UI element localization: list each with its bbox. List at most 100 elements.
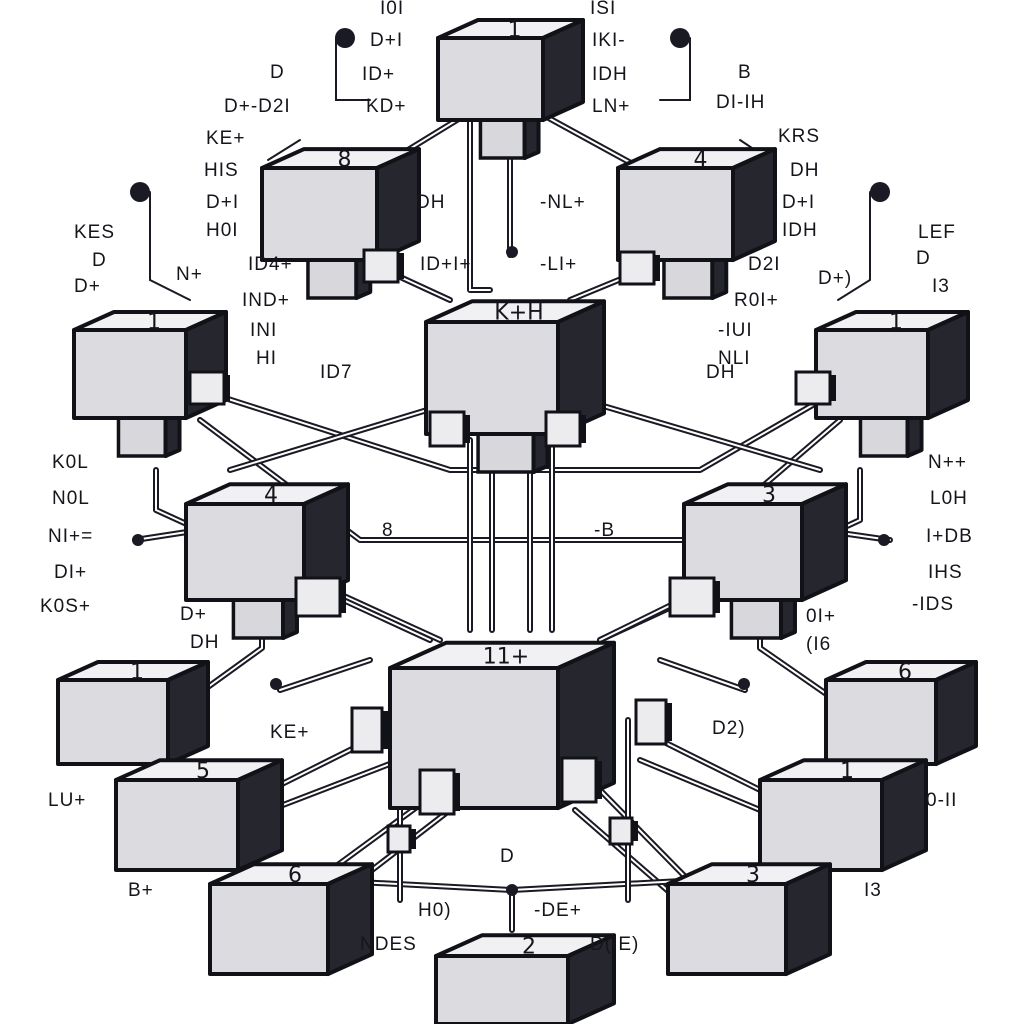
node-peg [858, 412, 910, 458]
annotation-label: KD+ [366, 96, 407, 117]
cable-plug [634, 698, 672, 746]
annotation-label: DH [416, 192, 445, 213]
annotation-label: LEF [918, 222, 956, 243]
node-label: 4 [264, 483, 278, 508]
junction-dot [878, 534, 890, 546]
connector-wire-core [544, 115, 641, 169]
node-peg [231, 594, 285, 640]
plug-body [634, 698, 668, 746]
junction-dot [270, 678, 282, 690]
annotation-label: N+ [176, 264, 203, 285]
node-side-face [556, 299, 606, 436]
node-label: 1 [130, 660, 144, 685]
connector-wire-core [199, 389, 831, 471]
annotation-label: IDH [782, 220, 818, 241]
plug-body [188, 370, 226, 406]
junction-dot [335, 28, 355, 48]
annotation-label: D [500, 846, 515, 867]
annotation-label: -DE+ [534, 900, 582, 921]
plug-side [830, 375, 836, 401]
annotation-label: NLI [718, 348, 751, 369]
node-label: 6 [898, 660, 912, 685]
plug-body [386, 824, 412, 854]
node-10: 1 [56, 660, 210, 766]
leader-line [267, 139, 301, 161]
annotation-label: D+ [180, 604, 207, 625]
node-front-face [434, 954, 570, 1024]
node-front-face [824, 678, 938, 766]
node-label: 5 [196, 759, 210, 784]
node-label: 3 [746, 863, 760, 888]
plug-side [398, 253, 404, 279]
node-front-face [56, 678, 170, 766]
plug-body [428, 410, 466, 448]
junction-dot [738, 678, 750, 690]
node-side-face [800, 482, 848, 602]
annotation-label: D+ [74, 276, 101, 297]
annotation-label: DH [190, 632, 219, 653]
annotation-label: H0I [206, 220, 239, 241]
plug-body [618, 250, 656, 286]
annotation-label: N0L [52, 488, 90, 509]
node-side-face [302, 482, 350, 602]
node-side-face [326, 862, 374, 976]
node-peg [306, 254, 358, 300]
plug-body [350, 706, 384, 754]
annotation-label: IHS [928, 562, 963, 583]
annotation-label: -IUI [718, 320, 753, 341]
node-label: 6 [288, 863, 302, 888]
plug-side [464, 415, 470, 443]
plug-side [580, 415, 586, 443]
annotation-label: B [738, 62, 752, 83]
annotation-label: D2I [748, 254, 781, 275]
annotation-label: NDES [360, 934, 417, 955]
node-front-face [114, 778, 240, 872]
cable-plug [188, 370, 230, 406]
cable-plug [294, 576, 346, 618]
cable-plug [350, 706, 388, 754]
node-8: 3 [682, 482, 848, 640]
cable-plug [362, 248, 404, 284]
annotation-label: IKI- [592, 30, 626, 51]
annotation-label: ID+ [362, 64, 395, 85]
node-side-face [880, 758, 928, 872]
node-front-face [814, 328, 930, 420]
plug-side [410, 829, 416, 849]
plug-body [668, 576, 716, 618]
connector-wire-core [469, 119, 491, 291]
node-11: 6 [824, 660, 978, 766]
annotation-label: -NL+ [540, 192, 586, 213]
node-front-face [666, 882, 788, 976]
annotation-label: D2) [712, 718, 746, 739]
annotation-label: ID7 [320, 362, 353, 383]
connector-wire-core [269, 759, 401, 811]
cable-plug [668, 576, 720, 618]
junction-dot [132, 534, 144, 546]
node-front-face [616, 166, 735, 262]
cable-plug [608, 816, 638, 846]
annotation-label: KE+ [270, 722, 309, 743]
node-4: K+H [424, 299, 606, 474]
node-15: 3 [666, 862, 832, 976]
junction-dot [670, 28, 690, 48]
node-side-face [731, 147, 777, 262]
cable-plug [544, 410, 586, 448]
cable-plug [618, 250, 660, 286]
annotation-label: D+I [206, 192, 239, 213]
annotation-label: NI+= [48, 526, 93, 547]
junction-dot [130, 182, 150, 202]
annotation-label: HIS [204, 160, 239, 181]
plug-body [560, 756, 598, 804]
plug-side [632, 821, 638, 841]
annotation-label: D [916, 248, 931, 269]
annotation-label: ID+I+ [420, 254, 471, 275]
annotation-label: N++ [928, 452, 967, 473]
annotation-label: I+DB [926, 526, 973, 547]
annotation-label: DI+ [54, 562, 87, 583]
node-peg [729, 594, 783, 640]
plug-side [666, 703, 672, 741]
node-label: 4 [694, 148, 708, 173]
